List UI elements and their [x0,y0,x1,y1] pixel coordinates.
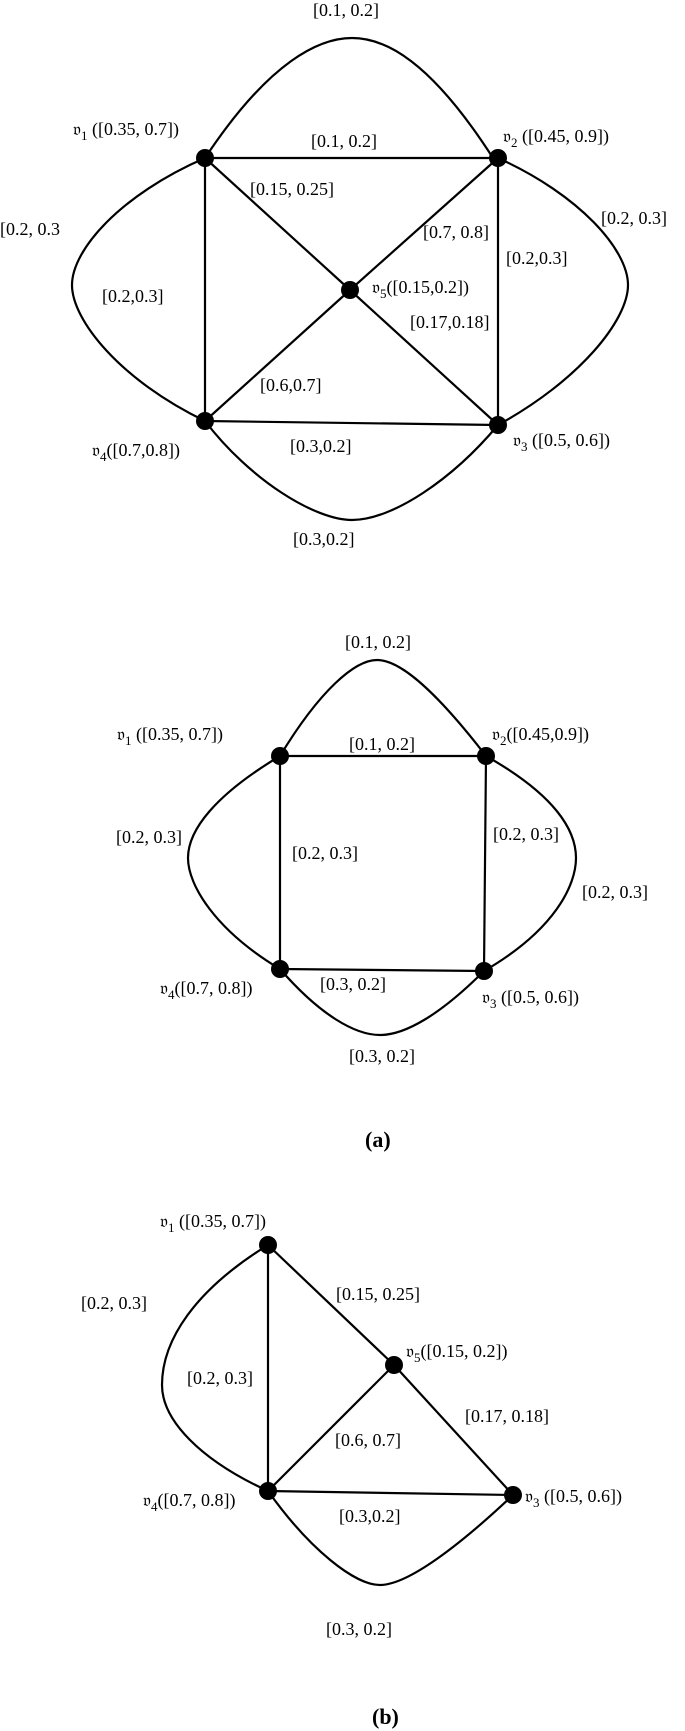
node-label-v1: 𝔳1 ([0.35, 0.7]) [73,119,179,143]
node-v4 [271,960,289,978]
node-v2 [477,747,495,765]
node-v3 [504,1486,522,1504]
edge-label-v4-v5: [0.6,0.7] [260,375,322,395]
edge-label-v1-v5: [0.15, 0.25] [336,1284,420,1304]
edge-v5-v3 [349,289,499,426]
edge-label-v1-v4: [0.2, 0.3] [187,1368,253,1388]
edge-label-v2-v3: [0.2, 0.3] [493,824,559,844]
graph-b: 𝔳1 ([0.35, 0.7]) 𝔳3 ([0.5, 0.6]) 𝔳4([0.7… [81,1211,622,1729]
node-label-v4: 𝔳4([0.7, 0.8]) [143,1490,235,1514]
node-label-v3: 𝔳3 ([0.5, 0.6]) [482,987,579,1011]
edge-v5-v3 [393,1364,514,1496]
edge-v2-v5 [349,157,499,291]
node-label-v5: 𝔳5([0.15,0.2]) [372,277,469,301]
node-v1 [271,747,289,765]
edge-label-v4-v3-curve: [0.3,0.2] [293,529,355,549]
edge-label-v5-v3: [0.17, 0.18] [465,1406,549,1426]
edge-label-v2-v5: [0.7, 0.8] [423,222,489,242]
node-label-v1: 𝔳1 ([0.35, 0.7]) [117,724,223,748]
edge-v1-v4-curve [160,1244,269,1493]
edge-label-v4-v3: [0.3,0.2] [339,1506,401,1526]
edge-label-v1-v2: [0.1, 0.2] [311,131,377,151]
edge-label-v2-v3: [0.2,0.3] [506,248,568,268]
node-v5 [385,1356,403,1374]
edge-v4-v5 [204,289,351,422]
edge-v4-v3-curve [279,968,485,1037]
edge-label-v4-v3: [0.3,0.2] [290,436,352,456]
edge-v1-v2-curve [204,36,494,159]
node-v4 [196,412,214,430]
node-label-v2: 𝔳2 ([0.45, 0.9]) [503,126,609,150]
node-v2 [489,149,507,167]
edge-v1-v5 [267,1244,395,1366]
caption-b: (b) [372,1704,399,1729]
edge-v2-v3-curve [483,755,578,972]
node-v1 [196,149,214,167]
node-label-v3: 𝔳3 ([0.5, 0.6]) [513,430,610,454]
node-label-v5: 𝔳5([0.15, 0.2]) [406,1341,507,1365]
edge-v1-v2-curve [279,658,487,757]
graph-main: 𝔳1 ([0.35, 0.7]) 𝔳2 ([0.45, 0.9]) 𝔳3 ([0… [0,0,667,549]
edge-label-v1-v2: [0.1, 0.2] [349,734,415,754]
graph-a: 𝔳1 ([0.35, 0.7]) 𝔳2([0.45,0.9]) 𝔳3 ([0.5… [116,632,648,1152]
edge-label-v1-v2-curve: [0.1, 0.2] [313,0,379,20]
node-label-v3: 𝔳3 ([0.5, 0.6]) [525,1486,622,1510]
node-label-v4: 𝔳4([0.7,0.8]) [92,440,180,464]
edge-label-v1-v4-curve: [0.2, 0.3] [116,827,182,847]
node-v3 [475,962,493,980]
edge-v1-v5 [204,157,351,291]
edge-v4-v3 [279,967,485,973]
edge-label-v1-v4: [0.2, 0.3] [292,843,358,863]
edge-v2-v3 [482,755,488,972]
edge-label-v2-v3-curve: [0.2, 0.3] [601,208,667,228]
node-v1 [259,1236,277,1254]
node-v4 [259,1482,277,1500]
node-v3 [489,416,507,434]
edge-v2-v3-curve [497,156,630,426]
edge-label-v1-v4-curve: [0.2, 0.3] [81,1293,147,1313]
caption-a: (a) [365,1127,391,1152]
node-label-v1: 𝔳1 ([0.35, 0.7]) [160,1211,266,1235]
edge-label-v1-v5: [0.15, 0.25] [250,179,334,199]
edge-label-v1-v4-curve: [0.2, 0.3 [0,219,60,239]
edge-label-v5-v3: [0.17,0.18] [410,312,490,332]
edge-label-v4-v3-curve: [0.3, 0.2] [349,1046,415,1066]
edge-label-v4-v3-curve: [0.3, 0.2] [326,1619,392,1639]
edge-v4-v3-curve [267,1490,514,1587]
node-label-v4: 𝔳4([0.7, 0.8]) [160,978,252,1002]
node-label-v2: 𝔳2([0.45,0.9]) [492,724,589,748]
edge-v4-v3-curve [204,420,499,522]
edge-v4-v5 [267,1364,395,1492]
edge-label-v4-v3: [0.3, 0.2] [320,974,386,994]
edge-label-v4-v5: [0.6, 0.7] [335,1430,401,1450]
edge-v1-v4-curve [186,755,281,970]
edge-label-v2-v3-curve: [0.2, 0.3] [582,882,648,902]
edge-label-v1-v4: [0.2,0.3] [102,286,164,306]
edge-v4-v3 [267,1489,514,1497]
edge-label-v1-v2-curve: [0.1, 0.2] [345,632,411,652]
edge-v1-v4-curve [70,156,206,422]
edge-v4-v3 [204,419,499,427]
node-v5 [341,281,359,299]
